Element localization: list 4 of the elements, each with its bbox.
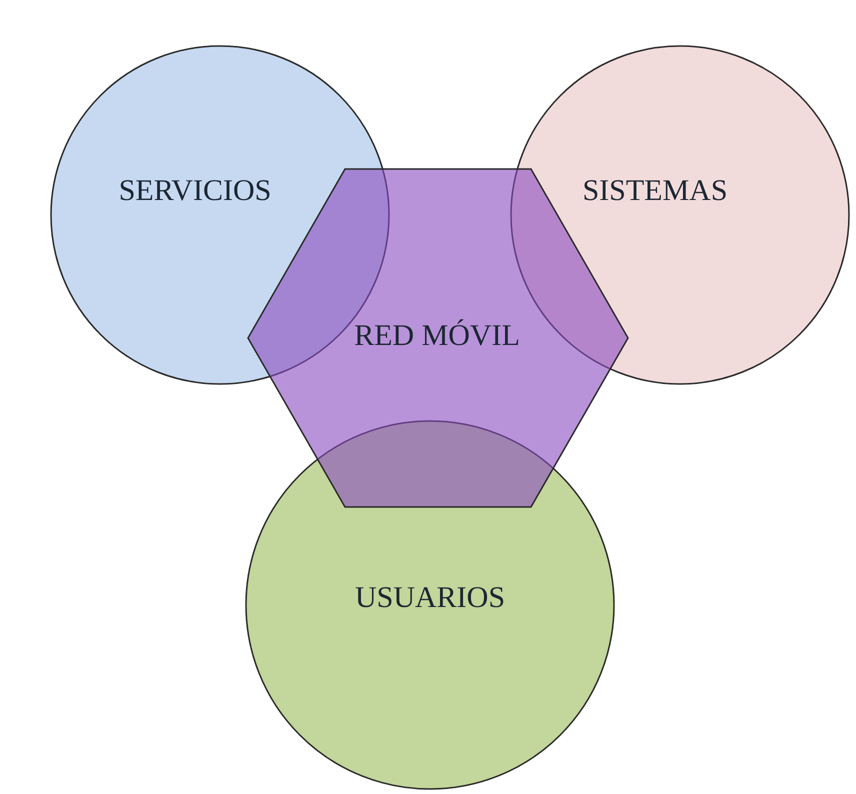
circle-label: SERVICIOS — [118, 173, 272, 209]
circle-label: USUARIOS — [354, 580, 506, 616]
hexagon-label: RED MÓVIL — [353, 318, 521, 354]
circle-label: SISTEMAS — [581, 173, 729, 209]
